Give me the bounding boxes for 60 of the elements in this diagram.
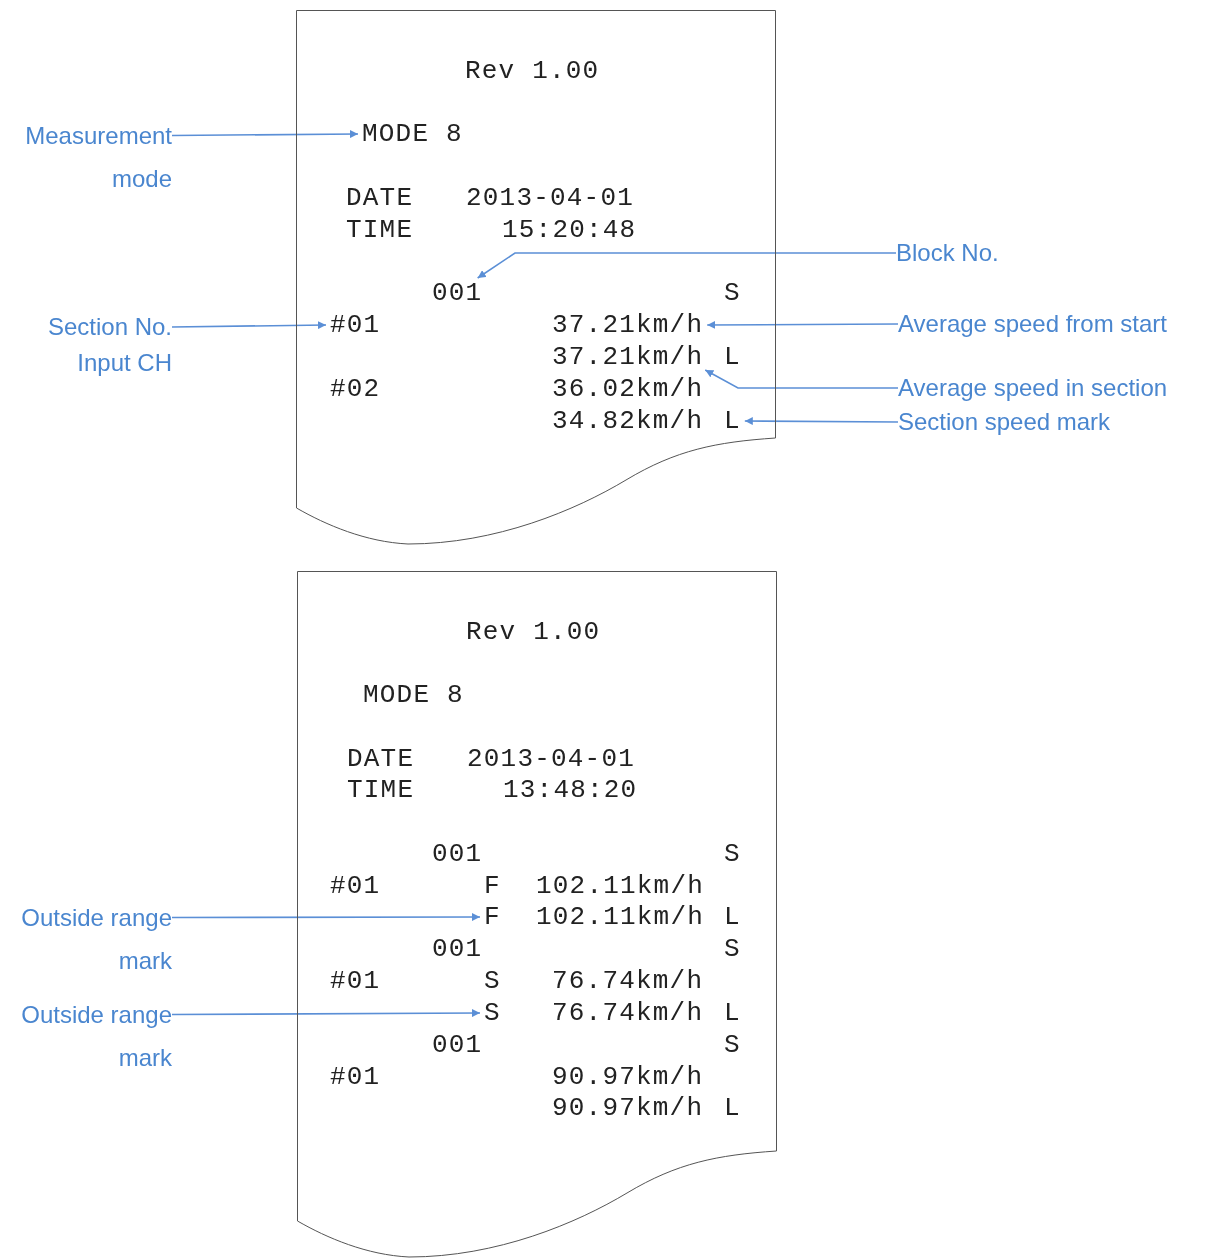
receipt-text: Rev 1.00	[462, 617, 605, 647]
receipt-text: DATE	[342, 183, 418, 213]
receipt-text: DATE	[343, 744, 419, 774]
callout-label: Section speed mark	[898, 407, 1203, 437]
receipt-text: MODE 8	[359, 680, 468, 710]
arrow	[744, 417, 899, 426]
receipt-text: 76.74km/h	[548, 966, 708, 996]
receipt-text: 37.21km/h	[548, 310, 708, 340]
receipt-text: 001	[428, 1030, 487, 1060]
callout-label: Block No.	[896, 238, 1096, 268]
receipt-text: 36.02km/h	[548, 374, 708, 404]
callout-label: Outside range mark	[0, 993, 172, 1079]
arrow	[171, 321, 327, 330]
receipt-text: MODE 8	[358, 119, 467, 149]
receipt-text: 102.11km/h	[532, 871, 709, 901]
receipt-text: 90.97km/h	[548, 1093, 708, 1123]
receipt-text: S	[720, 1030, 745, 1060]
receipt-text: 001	[428, 934, 487, 964]
receipt-text: L	[720, 406, 745, 436]
callout-label: Measurement mode	[4, 114, 172, 200]
receipt-text: #02	[326, 374, 385, 404]
receipt-text: F	[480, 902, 505, 932]
receipt-text: S	[480, 998, 505, 1028]
receipt-text: 102.11km/h	[532, 902, 709, 932]
receipt-text: L	[720, 902, 745, 932]
arrow	[171, 913, 481, 921]
receipt-text: L	[720, 998, 745, 1028]
receipt-text: L	[720, 1093, 745, 1123]
receipt-text: #01	[326, 310, 385, 340]
receipt-text: #01	[326, 871, 385, 901]
receipt-text: #01	[326, 966, 385, 996]
receipt-text: 76.74km/h	[548, 998, 708, 1028]
arrow	[171, 130, 359, 139]
receipt-text: 34.82km/h	[548, 406, 708, 436]
receipt-text: Rev 1.00	[461, 56, 604, 86]
arrow	[476, 252, 897, 279]
receipt-text: 2013-04-01	[463, 744, 640, 774]
receipt-text: S	[720, 839, 745, 869]
receipt-text: S	[720, 934, 745, 964]
arrow	[706, 320, 899, 329]
receipt-text: TIME	[342, 215, 418, 245]
receipt-text: 2013-04-01	[462, 183, 639, 213]
callout-label: Outside range mark	[0, 896, 172, 982]
arrow	[704, 369, 899, 389]
receipt-text: 15:20:48	[498, 215, 641, 245]
receipt-text: F	[480, 871, 505, 901]
receipt-text: 37.21km/h	[548, 342, 708, 372]
receipt-text: TIME	[343, 775, 419, 805]
receipt-text: 13:48:20	[499, 775, 642, 805]
receipt-text: 001	[428, 278, 487, 308]
receipt-text: 001	[428, 839, 487, 869]
callout-label: Average speed from start	[898, 309, 1203, 339]
receipt-text: #01	[326, 1062, 385, 1092]
callout-label: Average speed in section	[898, 373, 1203, 403]
receipt-text: L	[720, 342, 745, 372]
receipt-text: 90.97km/h	[548, 1062, 708, 1092]
callout-label: Section No. Input CH	[22, 309, 172, 381]
receipt-text: S	[480, 966, 505, 996]
receipt-text: S	[720, 278, 745, 308]
arrow	[171, 1009, 481, 1018]
